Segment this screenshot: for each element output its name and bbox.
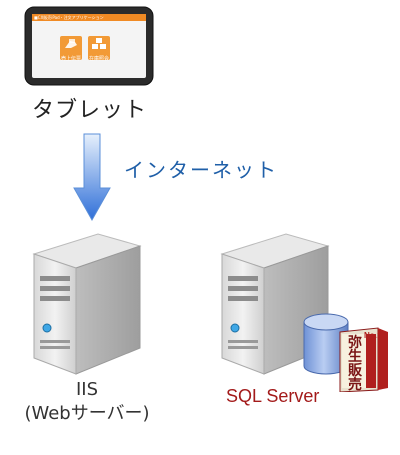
database-icon <box>303 313 349 375</box>
tablet-tile-inventory: 在庫照会 <box>88 36 110 62</box>
down-arrow-icon <box>73 133 111 222</box>
sql-server-label: SQL Server <box>226 386 320 406</box>
product-badge: No.1 <box>364 331 382 340</box>
web-server-role-label: (Webサーバー) <box>24 403 150 424</box>
product-box-graphic <box>339 327 388 393</box>
iis-label: IIS <box>75 379 99 400</box>
product-title: 弥生販売 <box>348 335 362 393</box>
tile-label-inventory: 在庫照会 <box>88 56 109 62</box>
web-server-icon <box>32 233 142 375</box>
tablet-screen-title: ■CX販売iPad・注文アプリケーション <box>34 15 104 20</box>
tile-hand-icon <box>65 39 77 48</box>
tablet-label: タブレット <box>32 98 148 123</box>
internet-label: インターネット <box>124 158 278 182</box>
tile-label-sales: 売上伝票 <box>60 56 81 62</box>
web-server-label: IIS (Webサーバー) <box>0 378 174 426</box>
tablet-tile-sales: 売上伝票 <box>60 36 82 62</box>
product-box: No.1 弥生販売 <box>338 326 390 393</box>
tile-boxes-icon <box>92 38 106 49</box>
tablet-device: ■CX販売iPad・注文アプリケーション 売上伝票 在庫照会 <box>24 6 154 86</box>
